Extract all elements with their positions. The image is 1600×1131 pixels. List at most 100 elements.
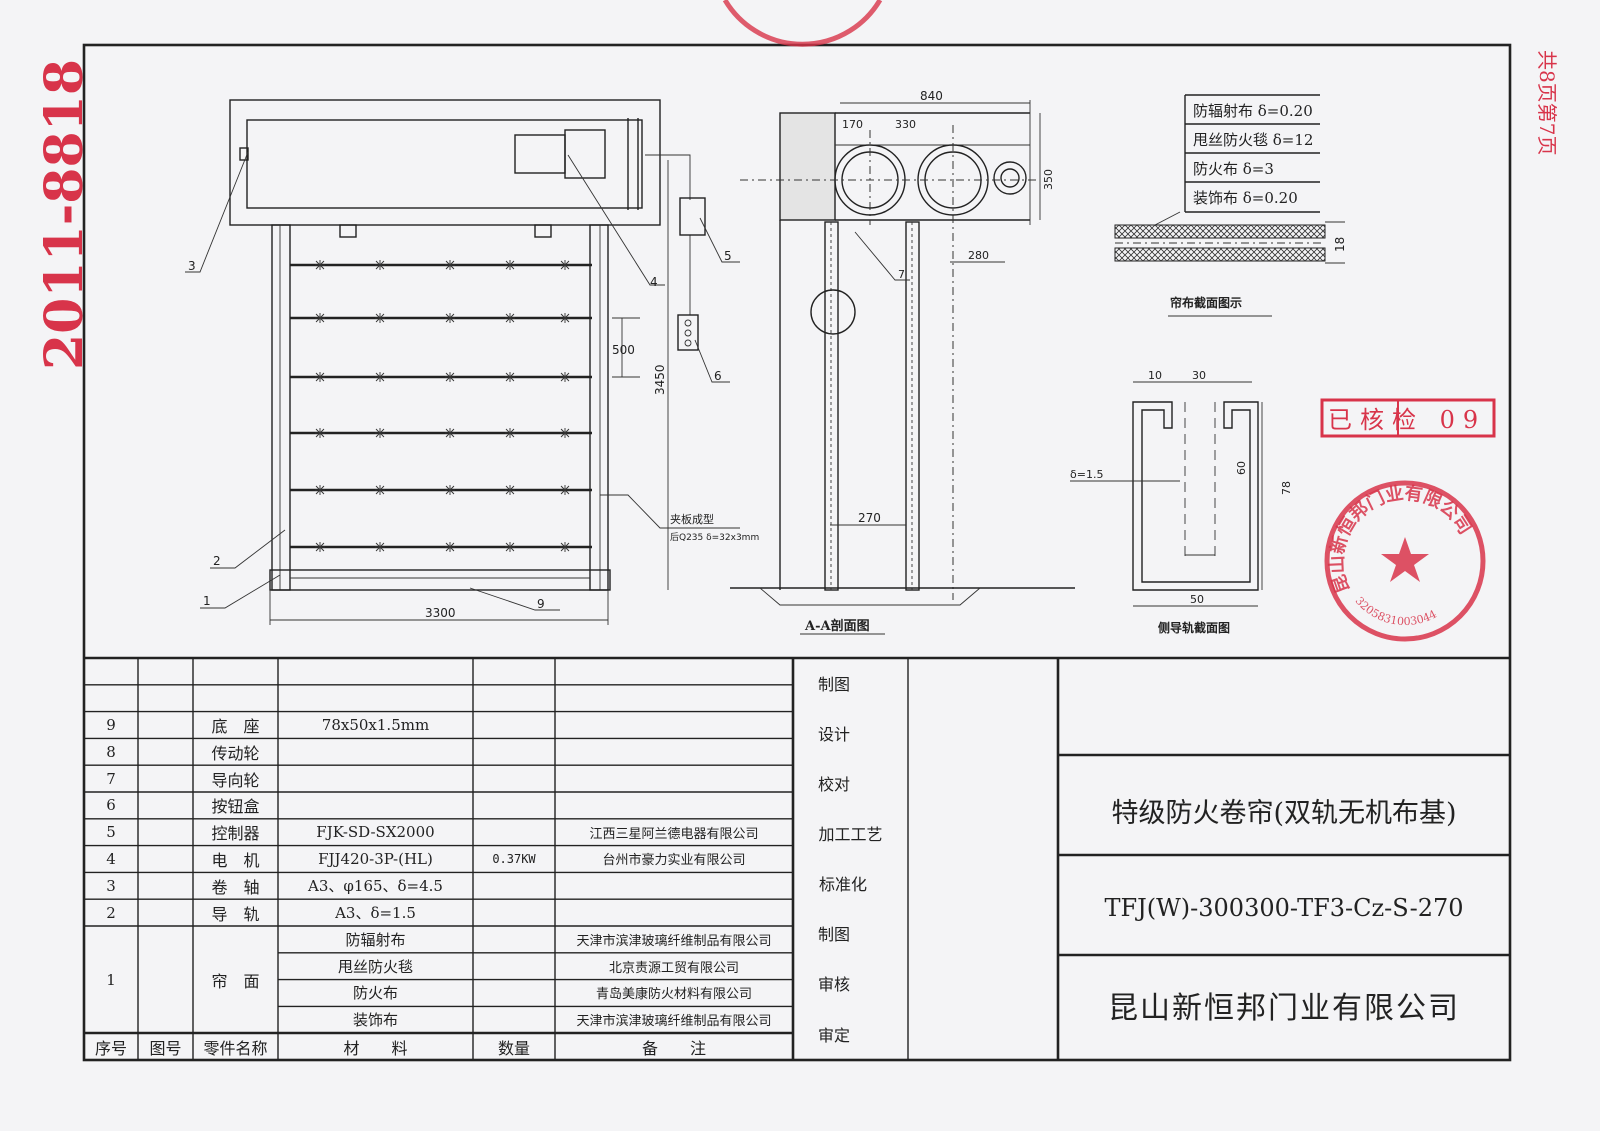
part-quantity <box>473 899 555 926</box>
part-name: 导向轮 <box>211 770 260 790</box>
controller-box <box>679 197 706 236</box>
rail-section: 10 30 δ=1.5 60 78 50 侧导轨截面图 <box>1070 369 1293 635</box>
part-name: 控制器 <box>211 824 260 844</box>
leader-line <box>200 574 281 609</box>
slat-fastener-icon <box>375 542 385 552</box>
slat-fastener-icon <box>445 485 455 495</box>
bracket <box>339 224 357 238</box>
section-aa: 840 170 330 350 280 270 7 A-A剖面图 <box>730 89 1075 635</box>
part-number: 7 <box>106 769 116 788</box>
foundation <box>759 587 981 606</box>
leader-line <box>600 494 740 529</box>
registration-stamp: 2011-8818 <box>34 59 95 370</box>
drive-wheel-hub <box>1000 168 1020 188</box>
leader-line <box>210 529 286 569</box>
dim-50: 50 <box>1190 593 1204 606</box>
slat-fastener-icon <box>315 428 325 438</box>
part-material <box>278 792 473 819</box>
curtain-layer-material: 甩丝防火毯 <box>337 957 413 976</box>
signoff-drawn: 制图 <box>817 675 850 694</box>
slat-fastener-icon <box>375 485 385 495</box>
curtain-layer-material: 防辐射布 <box>345 930 406 949</box>
part-number: 5 <box>106 823 116 842</box>
part-quantity <box>473 712 555 739</box>
part-name: 卷 轴 <box>211 877 260 897</box>
leader-line <box>185 151 249 273</box>
part-material: 78x50x1.5mm <box>321 715 430 734</box>
company-seal-number: 3205831003044 <box>1353 594 1439 628</box>
table-header: 数量 <box>497 1038 530 1058</box>
curtain-layer-material: 防火布 <box>352 984 398 1003</box>
slat-fastener-icon <box>445 542 455 552</box>
hatched-layer <box>1114 224 1326 239</box>
part-note: 台州市豪力实业有限公司 <box>602 853 746 869</box>
part-material: A3、φ165、δ=4.5 <box>308 877 443 896</box>
curtain-rail-2 <box>905 221 920 591</box>
dim-30: 30 <box>1192 369 1206 382</box>
dim-270: 270 <box>858 511 881 525</box>
signoff-approve: 审定 <box>817 1026 850 1045</box>
motor-gearbox <box>564 129 606 179</box>
part-material <box>278 738 473 765</box>
slat-fastener-icon <box>315 313 325 323</box>
part-label-2: 2 <box>213 554 221 568</box>
part-label-1: 1 <box>203 594 211 608</box>
part-name: 导 轨 <box>211 904 260 924</box>
button <box>684 339 692 347</box>
motor <box>514 134 566 174</box>
part-note <box>555 872 793 899</box>
curtain-layer-supplier: 天津市滨津玻璃纤维制品有限公司 <box>576 933 772 949</box>
part-label-5: 5 <box>724 249 732 263</box>
signoff-design: 设计 <box>817 725 850 744</box>
slat-fastener-icon <box>375 372 385 382</box>
button <box>684 319 692 327</box>
bracket <box>534 224 552 238</box>
slat-fastener-icon <box>560 313 570 323</box>
leader-line <box>1154 211 1181 226</box>
seal-star-icon <box>1381 537 1429 582</box>
slat-fastener-icon <box>315 260 325 270</box>
section-aa-title: A-A剖面图 <box>804 618 870 634</box>
dim-78: 78 <box>1280 481 1293 495</box>
layer-1: 防辐射布 δ=0.20 <box>1193 102 1313 120</box>
curtain-layer-supplier: 天津市滨津玻璃纤维制品有限公司 <box>576 1014 772 1030</box>
slat-fastener-icon <box>445 428 455 438</box>
curtain-section-caption: 帘布截面图示 <box>1170 295 1242 310</box>
part-material <box>278 765 473 792</box>
hatched-layer <box>1114 247 1326 262</box>
part-number: 6 <box>106 796 116 815</box>
dim-280: 280 <box>968 249 989 262</box>
table-header: 图号 <box>149 1038 182 1058</box>
rail-profile <box>1132 401 1259 591</box>
dim-170: 170 <box>842 118 863 131</box>
table-header: 备 注 <box>641 1038 706 1058</box>
layer-4: 装饰布 δ=0.20 <box>1193 189 1298 207</box>
shaft-bearing <box>239 147 249 161</box>
bottom-base <box>269 569 611 591</box>
guide-rail-right <box>589 224 609 591</box>
part-note: 江西三星阿兰德电器有限公司 <box>589 826 759 842</box>
detail-circle <box>810 289 856 335</box>
dim-delta: δ=1.5 <box>1070 468 1103 481</box>
wire <box>645 154 691 200</box>
signoff-process: 加工工艺 <box>818 825 883 844</box>
thickness-18: 18 <box>1333 237 1347 252</box>
part-quantity <box>473 792 555 819</box>
slat-fastener-icon <box>445 372 455 382</box>
part-number: 3 <box>106 876 116 895</box>
part-name: 底 座 <box>211 716 260 736</box>
top-seal-fragment <box>722 0 883 47</box>
slat-fastener-icon <box>505 313 515 323</box>
layer-3: 防火布 δ=3 <box>1193 160 1274 178</box>
seal-ring <box>1324 480 1486 642</box>
leader-line <box>694 339 730 383</box>
part-note <box>555 899 793 926</box>
slat-fastener-icon <box>315 542 325 552</box>
page-count-stamp: 共8页第7页 <box>1535 50 1559 155</box>
signoff-review: 审核 <box>817 975 850 994</box>
leader-line <box>469 587 560 611</box>
part-label-7: 7 <box>898 268 905 281</box>
concrete-column <box>779 112 836 221</box>
slat-note-1: 夹板成型 <box>670 512 714 526</box>
signoff-drawn-2: 制图 <box>817 925 850 944</box>
